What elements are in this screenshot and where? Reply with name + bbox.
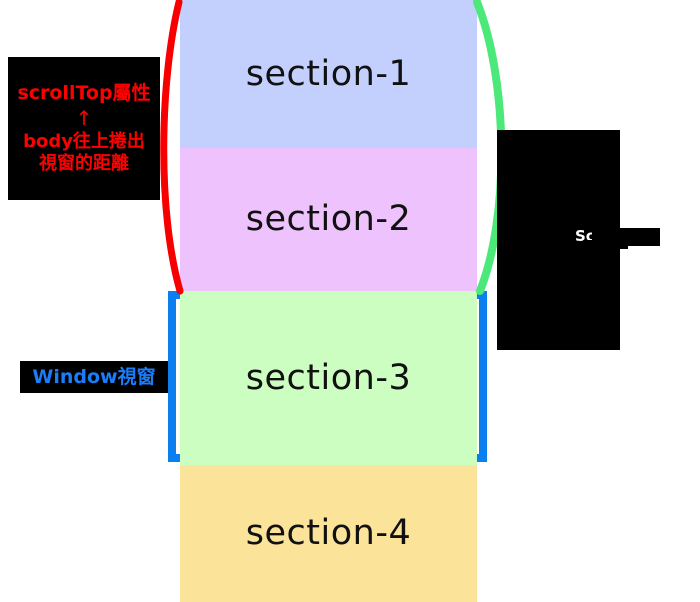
window-label-text: Window視窗	[32, 365, 156, 388]
section-block-1: section-1	[180, 0, 477, 148]
section-block-2: section-2	[180, 148, 477, 291]
section-4-label: section-4	[245, 513, 412, 553]
redaction-bar-secondary	[583, 240, 628, 249]
scrolltop-title-text: scrollTop屬性	[17, 82, 151, 105]
scrolltop-desc-line-1: body往上捲出	[23, 131, 145, 153]
scrolltop-annotation-box: scrollTop屬性 ↑ body往上捲出 視窗的距離	[8, 57, 160, 200]
section-3-label: section-3	[245, 357, 412, 398]
section-2-label: section-2	[245, 199, 412, 239]
right-annotation-text: Sc	[575, 227, 595, 245]
window-annotation-box: Window視窗	[20, 361, 168, 393]
section-block-4: section-4	[180, 465, 477, 602]
red-arc-left-bracket	[160, 0, 184, 295]
scrolltop-desc-line-2: 視窗的距離	[39, 152, 129, 174]
arrow-up-icon: ↑	[75, 106, 93, 131]
section-block-3: section-3	[180, 291, 477, 465]
section-1-label: section-1	[245, 53, 412, 94]
